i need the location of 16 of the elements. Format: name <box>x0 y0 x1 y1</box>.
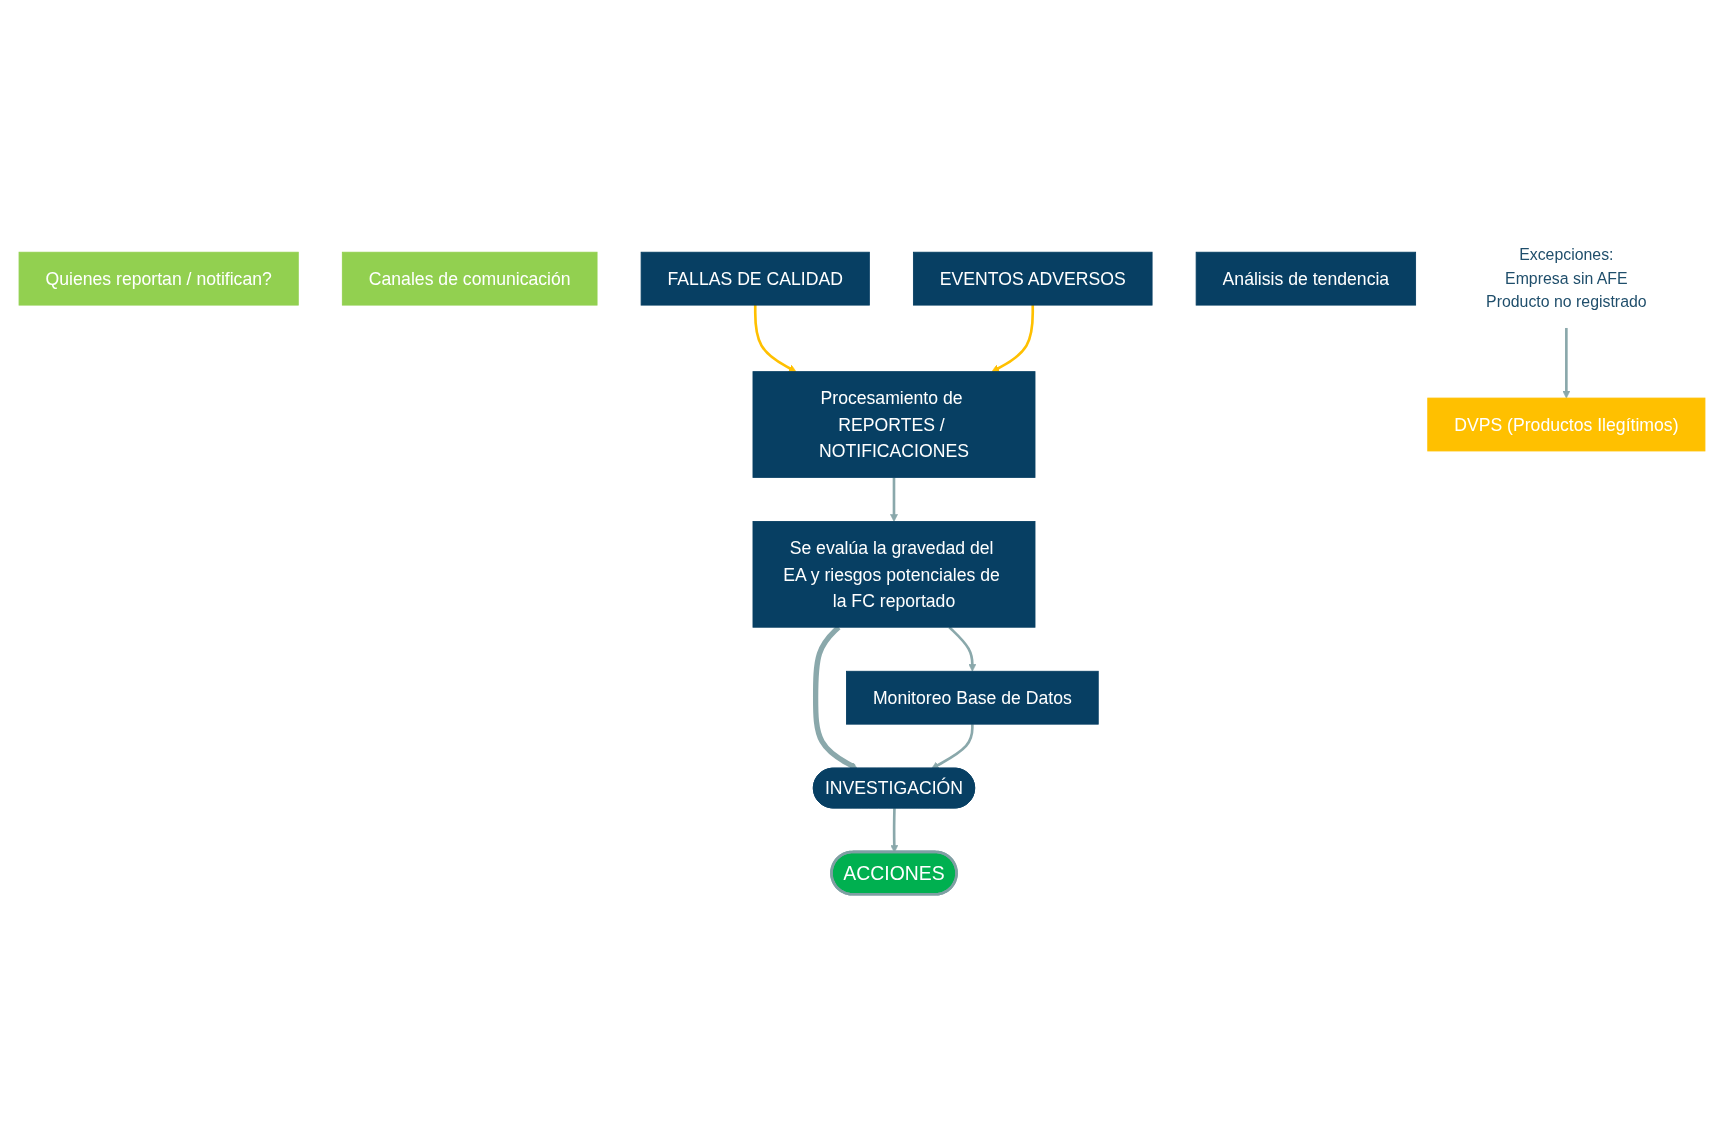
node-box: DVPS (Productos Ilegítimos) <box>1426 397 1705 452</box>
node-box: Canales de comunicación <box>341 251 597 306</box>
node-box: Se evalúa la gravedad del EA y riesgos potenciales de la FC reportado <box>752 521 1035 628</box>
arrow <box>1561 327 1570 399</box>
node-box: Análisis de tendencia <box>1195 251 1416 306</box>
arrow <box>991 305 1034 372</box>
node-box: FALLAS DE CALIDAD <box>640 251 870 306</box>
node-box: Quienes reportan / notifican? <box>18 251 299 306</box>
arrow <box>930 724 974 769</box>
arrow <box>889 477 898 522</box>
node-box: EVENTOS ADVERSOS <box>912 251 1152 306</box>
arrow <box>753 305 796 372</box>
node-text: Excepciones: Empresa sin AFE Producto no registrado <box>1485 245 1647 311</box>
node-box: Procesamiento de REPORTES / NOTIFICACIONES <box>752 371 1035 478</box>
arrow <box>947 626 976 672</box>
node-box: Monitoreo Base de Datos <box>845 670 1099 725</box>
